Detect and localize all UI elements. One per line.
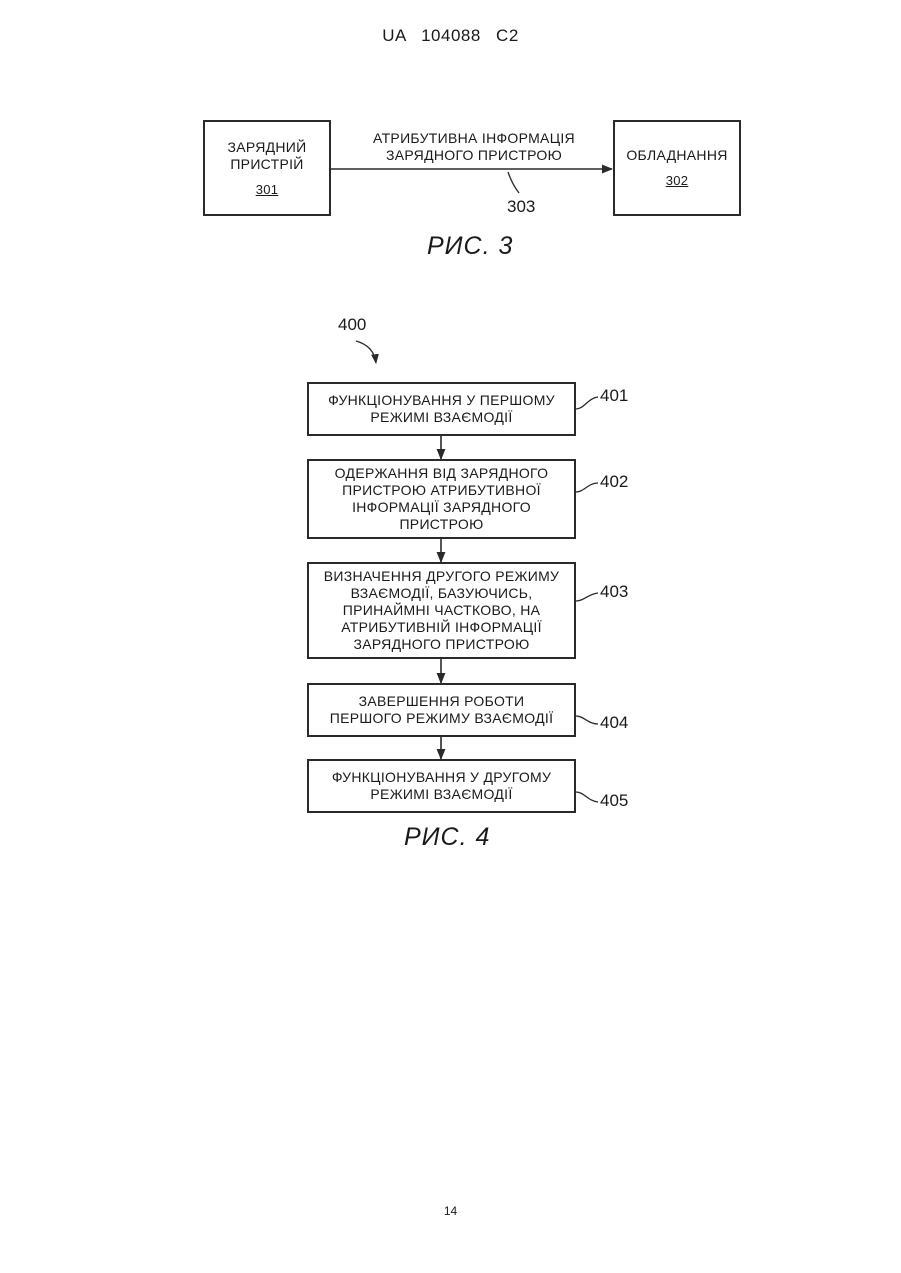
step-404-line-1: ЗАВЕРШЕННЯ РОБОТИ bbox=[359, 693, 525, 710]
fig4-ref-404: 404 bbox=[600, 713, 628, 733]
fig3-arrow-label: АТРИБУТИВНА ІНФОРМАЦІЯ ЗАРЯДНОГО ПРИСТРО… bbox=[345, 130, 603, 164]
step-403-line-5: ЗАРЯДНОГО ПРИСТРОЮ bbox=[353, 636, 529, 653]
fig4-leader-400 bbox=[356, 341, 376, 363]
fig3-box-right-ref: 302 bbox=[666, 172, 689, 189]
step-403-line-1: ВИЗНАЧЕННЯ ДРУГОГО РЕЖИМУ bbox=[324, 568, 560, 585]
fig3-box-left-ref: 301 bbox=[256, 181, 279, 198]
step-401-line-1: ФУНКЦІОНУВАННЯ У ПЕРШОМУ bbox=[328, 392, 555, 409]
leader-405 bbox=[576, 792, 598, 802]
step-403-line-4: АТРИБУТИВНІЙ ІНФОРМАЦІЇ bbox=[341, 619, 542, 636]
step-403-line-2: ВЗАЄМОДІЇ, БАЗУЮЧИСЬ, bbox=[351, 585, 533, 602]
step-405-line-1: ФУНКЦІОНУВАННЯ У ДРУГОМУ bbox=[332, 769, 551, 786]
fig4-ref-405: 405 bbox=[600, 791, 628, 811]
step-404-line-2: ПЕРШОГО РЕЖИМУ ВЗАЄМОДІЇ bbox=[330, 710, 554, 727]
fig4-step-403: ВИЗНАЧЕННЯ ДРУГОГО РЕЖИМУ ВЗАЄМОДІЇ, БАЗ… bbox=[307, 562, 576, 659]
leader-402 bbox=[576, 483, 598, 492]
fig4-step-404: ЗАВЕРШЕННЯ РОБОТИ ПЕРШОГО РЕЖИМУ ВЗАЄМОД… bbox=[307, 683, 576, 737]
fig4-ref-401: 401 bbox=[600, 386, 628, 406]
fig3-box-equipment: ОБЛАДНАННЯ 302 bbox=[613, 120, 741, 216]
step-403-line-3: ПРИНАЙМНІ ЧАСТКОВО, НА bbox=[343, 602, 541, 619]
fig4-ref-403: 403 bbox=[600, 582, 628, 602]
fig4-ref-400: 400 bbox=[338, 315, 366, 335]
fig4-ref-402: 402 bbox=[600, 472, 628, 492]
fig3-arrow-label-line-1: АТРИБУТИВНА ІНФОРМАЦІЯ bbox=[345, 130, 603, 147]
fig3-arrow-label-line-2: ЗАРЯДНОГО ПРИСТРОЮ bbox=[345, 147, 603, 164]
fig4-step-402: ОДЕРЖАННЯ ВІД ЗАРЯДНОГО ПРИСТРОЮ АТРИБУТ… bbox=[307, 459, 576, 539]
fig3-ref-303: 303 bbox=[507, 197, 535, 217]
fig3-leader-303 bbox=[508, 172, 519, 193]
step-401-line-2: РЕЖИМІ ВЗАЄМОДІЇ bbox=[370, 409, 512, 426]
fig4-step-405: ФУНКЦІОНУВАННЯ У ДРУГОМУ РЕЖИМІ ВЗАЄМОДІ… bbox=[307, 759, 576, 813]
step-402-line-2: ПРИСТРОЮ АТРИБУТИВНОЇ bbox=[342, 482, 541, 499]
leader-404 bbox=[576, 716, 598, 724]
fig3-box-right-line-1: ОБЛАДНАННЯ bbox=[626, 147, 727, 164]
fig3-box-left-line-2: ПРИСТРІЙ bbox=[230, 156, 303, 173]
step-402-line-4: ПРИСТРОЮ bbox=[399, 516, 483, 533]
fig3-box-charging-device: ЗАРЯДНИЙ ПРИСТРІЙ 301 bbox=[203, 120, 331, 216]
leader-403 bbox=[576, 593, 598, 601]
fig4-caption: РИС. 4 bbox=[404, 823, 490, 852]
leader-401 bbox=[576, 397, 598, 409]
fig3-box-left-line-1: ЗАРЯДНИЙ bbox=[227, 139, 306, 156]
fig3-caption: РИС. 3 bbox=[427, 232, 513, 261]
step-402-line-1: ОДЕРЖАННЯ ВІД ЗАРЯДНОГО bbox=[335, 465, 549, 482]
fig4-step-401: ФУНКЦІОНУВАННЯ У ПЕРШОМУ РЕЖИМІ ВЗАЄМОДІ… bbox=[307, 382, 576, 436]
step-402-line-3: ІНФОРМАЦІЇ ЗАРЯДНОГО bbox=[352, 499, 531, 516]
step-405-line-2: РЕЖИМІ ВЗАЄМОДІЇ bbox=[370, 786, 512, 803]
